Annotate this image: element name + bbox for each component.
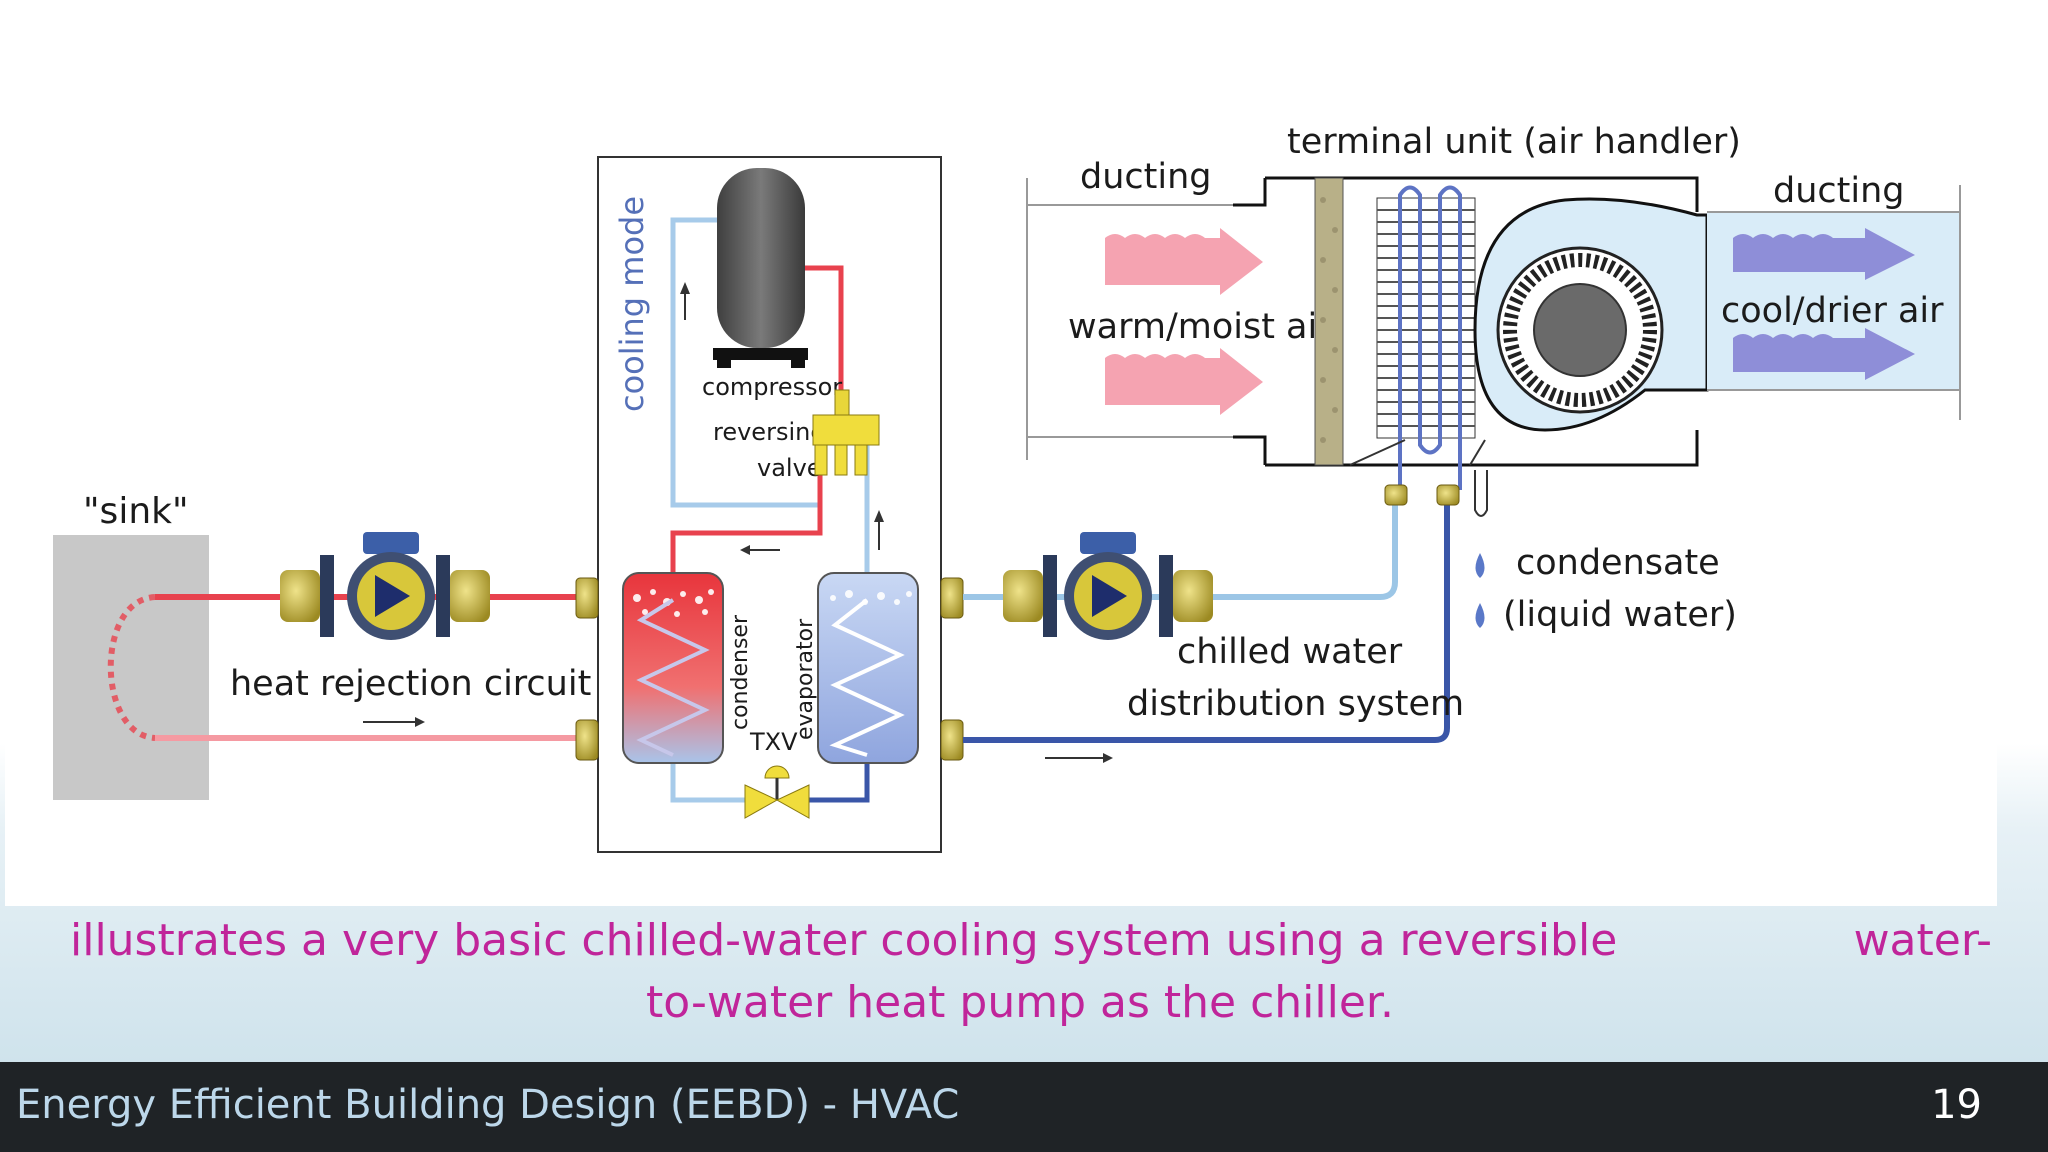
chilled-water-system-diagram: "sink" heat rejection circuit cooling mo… — [5, 0, 1997, 906]
valve-label: valve — [757, 454, 822, 482]
ducting-right — [1707, 185, 1961, 420]
filter — [1314, 177, 1344, 466]
blower-fan — [1473, 197, 1709, 432]
reversing-label: reversing — [713, 418, 826, 446]
heat-rejection-label: heat rejection circuit — [230, 664, 591, 704]
evaporator — [817, 572, 919, 764]
footer-bar: Energy Efficient Building Design (EEBD) … — [0, 1062, 2048, 1152]
ducting-right-label: ducting — [1773, 171, 1905, 211]
ducting-left — [1026, 178, 1233, 460]
cooling-mode-label: cooling mode — [613, 196, 651, 412]
box-fittings — [575, 577, 964, 761]
coil-fittings — [1384, 484, 1460, 506]
cooling-coil — [1349, 185, 1486, 490]
condenser-label: condenser — [728, 614, 753, 730]
distribution-label: distribution system — [1127, 684, 1464, 724]
flow-arrows — [680, 282, 884, 555]
sink-label: "sink" — [83, 491, 189, 532]
liquid-water-label: (liquid water) — [1503, 595, 1737, 635]
heat-rejection-pump — [280, 532, 490, 640]
cool-air-label: cool/drier air — [1721, 291, 1944, 331]
page-number: 19 — [1931, 1082, 1982, 1128]
condensate-drain — [1474, 470, 1488, 517]
condensate-drops — [1475, 553, 1485, 628]
chilled-water-pipes — [963, 495, 1450, 743]
caption-line1-end: water- — [1853, 915, 1992, 966]
refrigerant-lines — [670, 217, 870, 803]
chilled-water-label: chilled water — [1177, 632, 1403, 672]
evaporator-label: evaporator — [793, 618, 818, 740]
txv-valve — [744, 765, 810, 819]
compressor-label: compressor — [702, 373, 842, 401]
filter-texture — [1320, 197, 1338, 443]
warm-air-arrows — [1105, 228, 1263, 415]
compressor — [713, 168, 808, 368]
chilled-water-pump — [1003, 532, 1213, 640]
condenser — [622, 572, 724, 764]
air-handler-housing — [1233, 176, 1699, 467]
caption-line2: to-water heat pump as the chiller. — [646, 977, 1394, 1028]
cool-air-arrows — [1733, 228, 1915, 380]
chilled-return-arrow — [1045, 753, 1113, 763]
warm-air-label: warm/moist air — [1068, 307, 1332, 347]
caption-line1-main: illustrates a very basic chilled-water c… — [70, 915, 1618, 966]
sink — [53, 535, 209, 800]
reversing-valve — [812, 389, 880, 476]
ducting-left-label: ducting — [1080, 157, 1212, 197]
terminal-unit-label: terminal unit (air handler) — [1287, 122, 1741, 162]
txv-label: TXV — [749, 728, 798, 756]
footer-title: Energy Efficient Building Design (EEBD) … — [16, 1082, 960, 1128]
condensate-label: condensate — [1516, 543, 1720, 583]
slide-caption: illustrates a very basic chilled-water c… — [40, 910, 2000, 1034]
